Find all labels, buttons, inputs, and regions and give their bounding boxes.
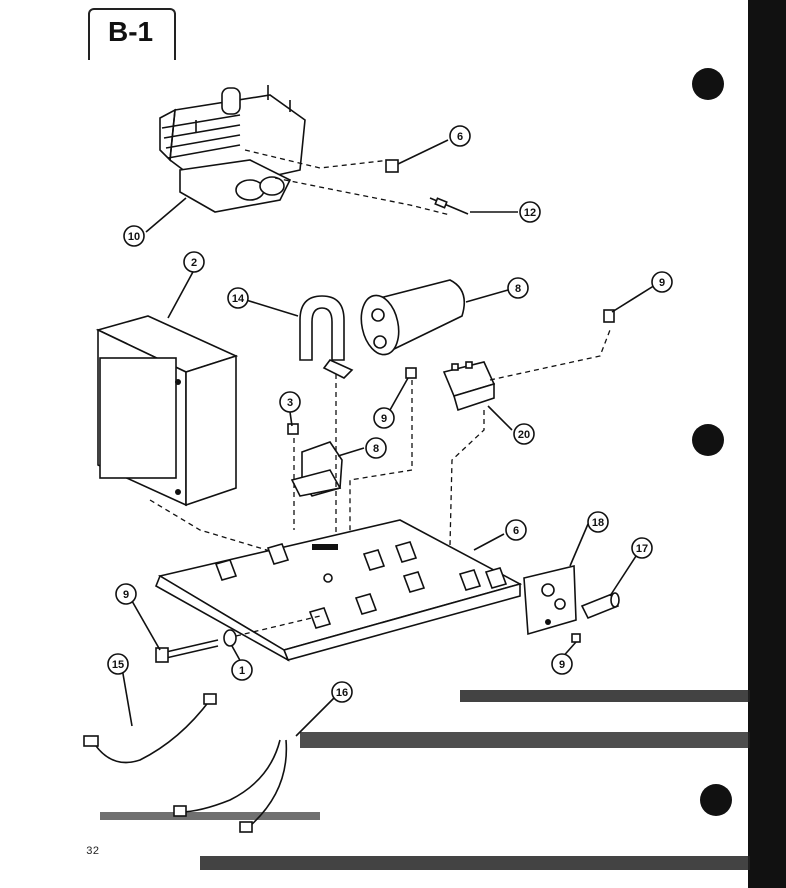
callout-label: 14 bbox=[232, 293, 245, 305]
section-tab bbox=[88, 8, 176, 60]
callout-circle bbox=[227, 287, 249, 309]
callout-label: 3 bbox=[287, 397, 293, 409]
callout-circle bbox=[631, 537, 653, 559]
leader-dash bbox=[149, 499, 301, 561]
callout-label: 8 bbox=[373, 443, 379, 455]
callout-label: 1 bbox=[239, 665, 245, 677]
callout-label: 8 bbox=[515, 283, 521, 295]
leader-dash bbox=[349, 380, 413, 555]
callout-circle bbox=[123, 225, 145, 247]
callout-circle bbox=[651, 271, 673, 293]
wire-harness-16b bbox=[249, 739, 288, 827]
callout-label: 10 bbox=[128, 231, 140, 243]
callout-circle bbox=[231, 659, 253, 681]
callout-label: 6 bbox=[513, 525, 519, 537]
wire-terminal bbox=[203, 693, 217, 705]
screw bbox=[571, 633, 581, 643]
callout-circle bbox=[107, 653, 129, 675]
scan-edge bbox=[748, 0, 786, 888]
scan-noise bbox=[460, 690, 750, 702]
base-plate bbox=[154, 519, 523, 662]
section-label: B-1 bbox=[108, 16, 154, 47]
callout-label: 9 bbox=[659, 277, 665, 289]
diode-holder bbox=[290, 441, 343, 497]
binder-hole-2 bbox=[692, 424, 724, 456]
scan-noise bbox=[200, 856, 750, 870]
callout-leaders bbox=[121, 139, 661, 737]
wire-harness-16 bbox=[179, 739, 281, 813]
screw bbox=[603, 309, 615, 323]
callout-label: 20 bbox=[518, 429, 530, 441]
screw-part-3 bbox=[287, 423, 299, 435]
callout-circle bbox=[513, 423, 535, 445]
callout-circle bbox=[551, 653, 573, 675]
screw bbox=[405, 367, 417, 379]
callout-circle bbox=[373, 407, 395, 429]
terminal-board bbox=[523, 564, 577, 636]
callout-circle bbox=[449, 125, 471, 147]
fuse-part-17 bbox=[580, 592, 620, 620]
leader-dash bbox=[274, 177, 451, 216]
screw-part-6 bbox=[385, 159, 399, 173]
callout-label: 12 bbox=[524, 207, 536, 219]
scan-noise bbox=[300, 732, 750, 748]
binder-hole-3 bbox=[700, 784, 732, 816]
washer-part-1 bbox=[223, 629, 237, 647]
binder-hole-1 bbox=[692, 68, 724, 100]
callout-label: 15 bbox=[112, 659, 124, 671]
callout-circle bbox=[183, 251, 205, 273]
bolt-assembly bbox=[155, 629, 237, 663]
callout-label: 16 bbox=[336, 687, 348, 699]
wire-harness-15 bbox=[91, 699, 211, 764]
callout-circle bbox=[331, 681, 353, 703]
callout-circle bbox=[365, 437, 387, 459]
callout-circle bbox=[279, 391, 301, 413]
callout-circle bbox=[507, 277, 529, 299]
callout-label: 17 bbox=[636, 543, 648, 555]
callout-label: 2 bbox=[191, 257, 197, 269]
callout-circle bbox=[505, 519, 527, 541]
capacitor bbox=[360, 279, 466, 356]
callout-circle bbox=[519, 201, 541, 223]
callout-label: 6 bbox=[457, 131, 463, 143]
callout-label: 9 bbox=[559, 659, 565, 671]
leader-dash bbox=[489, 329, 611, 381]
callout-label: 18 bbox=[592, 517, 604, 529]
scan-noise bbox=[100, 812, 320, 820]
wire-terminal bbox=[83, 735, 99, 747]
wire-terminal bbox=[173, 805, 187, 817]
callout-circle bbox=[115, 583, 137, 605]
callout-circle bbox=[587, 511, 609, 533]
switch-part-20 bbox=[442, 361, 496, 412]
callout-label: 9 bbox=[123, 589, 129, 601]
page-number: 32 bbox=[86, 846, 100, 858]
transformer bbox=[95, 315, 239, 507]
probe-part-12 bbox=[429, 197, 469, 215]
leader-dash bbox=[449, 410, 485, 546]
wire-terminal bbox=[239, 821, 253, 833]
callout-label: 9 bbox=[381, 413, 387, 425]
magnetron bbox=[159, 85, 306, 213]
capacitor-bracket bbox=[299, 295, 354, 379]
callouts: 10 6 12 2 14 8 3 9 9 20 8 6 18 17 1 9 15 16 9 bbox=[107, 125, 673, 703]
